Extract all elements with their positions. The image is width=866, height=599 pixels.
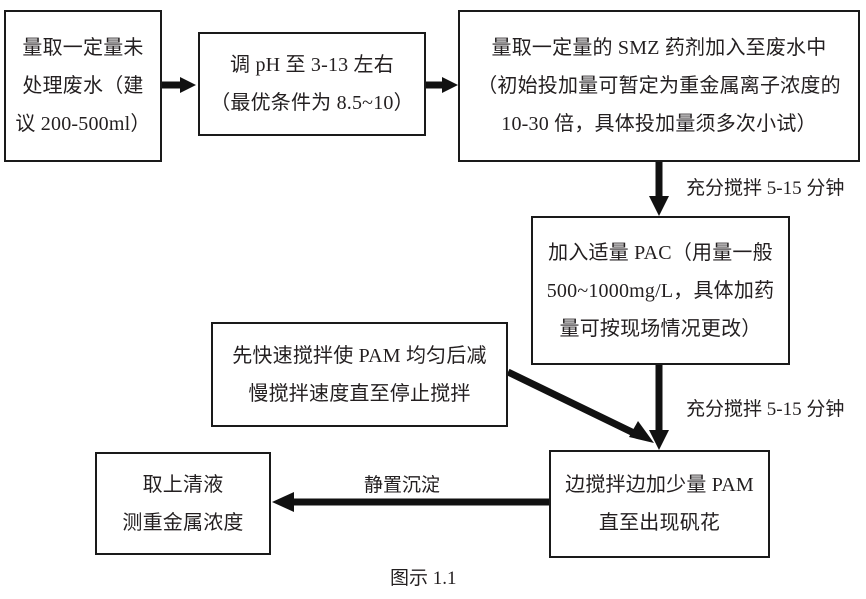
arrow-note-to-pam [506, 368, 654, 443]
arrow-sample-to-ph [162, 77, 196, 93]
node-line: （最优条件为 8.5~10） [210, 92, 414, 114]
node-sample-wastewater[interactable]: 量取一定量未 处理废水（建 议 200-500ml） [4, 10, 162, 162]
node-line: 边搅拌边加少量 PAM [565, 474, 754, 496]
node-line: 加入适量 PAC（用量一般 [548, 241, 773, 264]
node-line: 处理废水（建 [22, 75, 144, 97]
node-line: 取上清液 [142, 473, 224, 496]
edge-label-stir-after-pac: 充分搅拌 5-15 分钟 [686, 399, 845, 420]
node-add-pac[interactable]: 加入适量 PAC（用量一般 500~1000mg/L，具体加药 量可按现场情况更… [531, 216, 790, 365]
node-line: （初始投加量可暂定为重金属离子浓度的 [477, 75, 841, 97]
node-adjust-ph[interactable]: 调 pH 至 3-13 左右 （最优条件为 8.5~10） [198, 32, 426, 136]
arrow-ph-to-smz [426, 77, 458, 93]
node-line: 调 pH 至 3-13 左右 [230, 54, 394, 76]
edge-label-settle: 静置沉淀 [364, 475, 441, 496]
node-add-smz[interactable]: 量取一定量的 SMZ 药剂加入至废水中 （初始投加量可暂定为重金属离子浓度的 1… [458, 10, 860, 162]
node-line: 慢搅拌速度直至停止搅拌 [248, 382, 471, 405]
figure-caption: 图示 1.1 [390, 568, 457, 589]
arrow-pam-to-supernatant [272, 492, 549, 512]
node-line: 议 200-500ml） [15, 113, 151, 135]
node-pam-stirring-note[interactable]: 先快速搅拌使 PAM 均匀后减 慢搅拌速度直至停止搅拌 [211, 322, 508, 427]
node-line: 量可按现场情况更改） [559, 317, 762, 340]
node-line: 直至出现矾花 [598, 512, 721, 534]
node-measure-supernatant[interactable]: 取上清液 测重金属浓度 [95, 452, 271, 555]
node-line: 10-30 倍，具体投加量须多次小试） [501, 113, 817, 135]
node-line: 量取一定量未 [22, 37, 144, 59]
node-add-pam[interactable]: 边搅拌边加少量 PAM 直至出现矾花 [549, 450, 770, 558]
node-line: 500~1000mg/L，具体加药 [546, 279, 775, 302]
node-line: 测重金属浓度 [122, 511, 244, 534]
arrow-pac-to-pam [649, 365, 669, 450]
node-line: 先快速搅拌使 PAM 均匀后减 [232, 344, 487, 367]
node-line: 量取一定量的 SMZ 药剂加入至废水中 [491, 37, 827, 59]
arrow-smz-to-pac [649, 161, 669, 216]
edge-label-stir-after-smz: 充分搅拌 5-15 分钟 [686, 178, 845, 199]
